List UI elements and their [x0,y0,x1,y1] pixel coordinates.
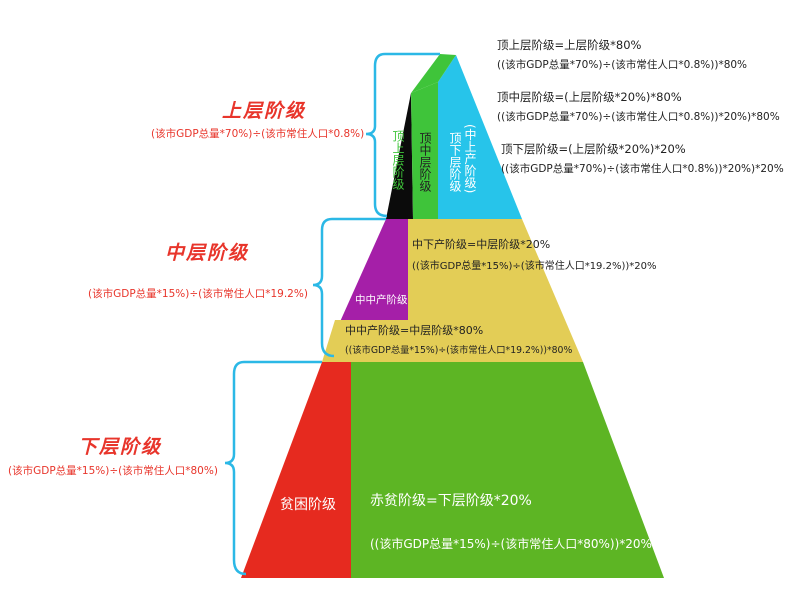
red-poor-class-region [351,362,664,578]
top-upper-formula-expanded: ((该市GDP总量*70%)÷(该市常住人口*0.8%))*80% [497,59,748,71]
top-middle-class-label: 顶中层阶级 [418,132,432,192]
red-poor-formula: 赤贫阶级=下层阶级*20% [370,493,532,509]
top-lower-class-label: 顶下层阶级 [448,132,462,192]
mid-lower-class-region [408,219,583,362]
mid-divider-band [322,320,408,362]
apex-cap [411,54,456,93]
middle-class-title: 中层阶级 [165,242,250,264]
middle-bracket [312,217,386,358]
upper-class-title: 上层阶级 [222,100,307,122]
upper-bracket [365,52,440,218]
red-poor-formula-expanded: ((该市GDP总量*15%)÷(该市常住人口*80%))*20% [370,537,652,551]
poor-class-region [241,362,351,578]
mid-middle-formula-expanded: ((该市GDP总量*15%)÷(该市常住人口*19.2%))*80% [345,345,573,356]
upper-middle-class-label: (中上产阶级) [463,124,477,194]
lower-class-formula: (该市GDP总量*15%)÷(该市常住人口*80%) [8,465,218,477]
middle-class-formula: (该市GDP总量*15%)÷(该市常住人口*19.2%) [88,288,308,300]
top-middle-formula: 顶中层阶级=(上层阶级*20%)*80% [497,90,682,104]
mid-middle-formula: 中中产阶级=中层阶级*80% [345,324,484,337]
top-middle-formula-expanded: ((该市GDP总量*70%)÷(该市常住人口*0.8%))*20%)*80% [497,111,780,123]
mid-lower-formula: 中下产阶级=中层阶级*20% [412,238,551,251]
top-upper-class-label: 顶上层阶级 [391,130,405,190]
top-upper-class-region [386,93,413,219]
mid-middle-class-label: 中中产阶级 [355,294,408,306]
top-lower-formula: 顶下层阶级=(上层阶级*20%)*20% [501,142,686,156]
lower-bracket [224,360,322,576]
top-lower-formula-expanded: ((该市GDP总量*70%)÷(该市常住人口*0.8%))*20%)*20% [501,163,784,175]
poor-class-label: 贫困阶级 [280,497,336,513]
lower-class-title: 下层阶级 [78,436,163,458]
top-lower-class-region [438,55,522,219]
top-upper-formula: 顶上层阶级=上层阶级*80% [497,38,642,52]
top-middle-class-region [411,82,438,219]
mid-lower-formula-expanded: ((该市GDP总量*15%)÷(该市常住人口*19.2%))*20% [412,261,657,272]
upper-class-formula: (该市GDP总量*70%)÷(该市常住人口*0.8%) [151,128,365,140]
